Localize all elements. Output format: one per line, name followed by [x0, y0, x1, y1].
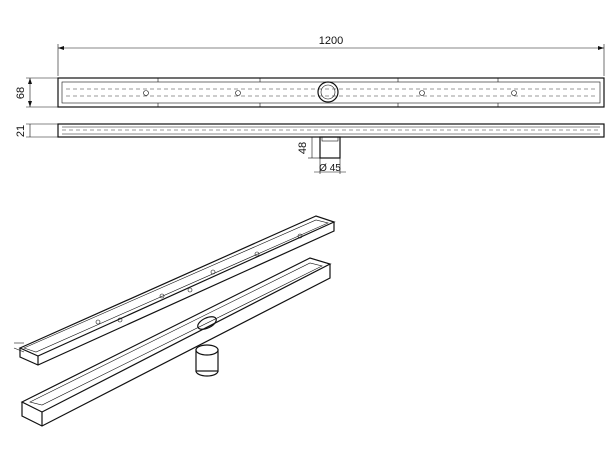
channel-outlet-hole — [197, 316, 217, 330]
grate-cover — [13, 215, 336, 366]
edge-tabs — [157, 78, 499, 107]
height-dimension-label: 21 — [15, 125, 27, 137]
length-dimension-label: 1200 — [319, 35, 343, 47]
mounting-hole — [235, 90, 241, 96]
outlet-inner-circle — [320, 84, 336, 100]
mounting-hole — [143, 90, 149, 96]
outlet-side-view — [319, 136, 341, 159]
width-dimension: 68 — [15, 77, 58, 108]
outlet-diameter-label: Ø 45 — [319, 163, 341, 174]
top-view: 1200 68 — [15, 35, 605, 108]
side-view: 21 48 Ø 45 — [15, 123, 605, 174]
outlet-circle — [317, 81, 339, 103]
mounting-hole — [511, 90, 517, 96]
channel-top-outline — [57, 77, 605, 108]
drain-channel — [20, 257, 332, 427]
outlet-height-label: 48 — [297, 142, 309, 154]
channel-side-outline — [57, 123, 605, 138]
mounting-hole — [419, 90, 425, 96]
width-dimension-label: 68 — [15, 87, 27, 99]
channel-inner-outline — [61, 81, 601, 104]
outlet-pipe — [195, 344, 219, 377]
length-dimension: 1200 — [57, 35, 605, 76]
isometric-view — [13, 215, 336, 427]
